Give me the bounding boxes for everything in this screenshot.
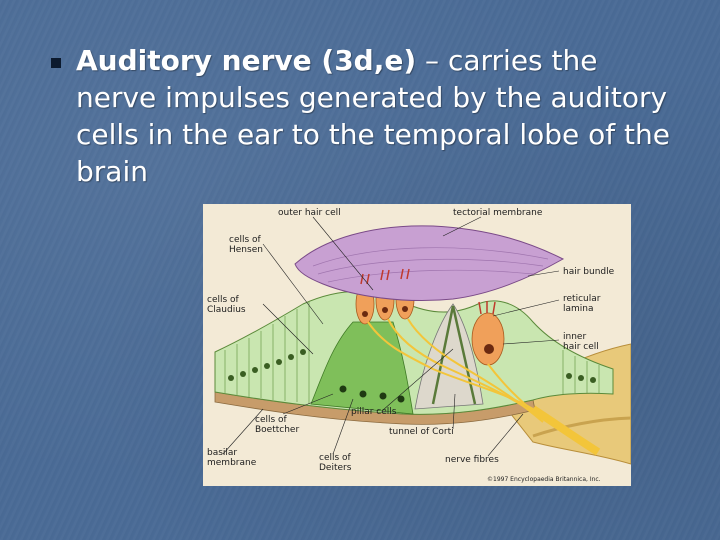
bullet-term: Auditory nerve (3d,e) <box>76 44 417 77</box>
leader-lines <box>222 216 560 457</box>
inner-hair-cell-nucleus <box>484 344 494 354</box>
label-reticular-lamina-line1: reticular <box>563 294 601 304</box>
label-cells-of-boettcher-line2: Boettcher <box>255 425 299 435</box>
label-hair-bundle-line: hair bundle <box>563 267 615 277</box>
label-inner-hair-cell-line1: inner <box>563 332 586 342</box>
deiters-nuclei <box>339 385 405 403</box>
organ-of-corti-illustration: outer hair cell tectorial membrane cells… <box>207 208 631 483</box>
label-cells-of-hensen-line1: cells of <box>229 235 262 245</box>
label-pillar-cells-line: pillar cells <box>351 407 397 417</box>
label-reticular-lamina-line2: lamina <box>563 304 594 314</box>
tunnel-of-corti-shape <box>414 303 484 410</box>
label-reticular-lamina: reticular lamina <box>563 294 603 314</box>
label-hair-bundle: hair bundle <box>563 267 615 277</box>
label-tectorial-membrane-line: tectorial membrane <box>453 208 543 218</box>
label-inner-hair-cell-line2: hair cell <box>563 342 599 352</box>
figure-credit-line: ©1997 Encyclopaedia Britannica, Inc. <box>487 476 601 483</box>
bone-edge-shape <box>532 416 631 438</box>
organ-of-corti-diagram: outer hair cell tectorial membrane cells… <box>203 204 631 486</box>
label-cells-of-boettcher-line1: cells of <box>255 415 288 425</box>
label-cells-of-hensen: cells of Hensen <box>229 235 264 255</box>
label-cells-of-claudius: cells of Claudius <box>207 295 246 315</box>
cell-columns <box>224 302 600 404</box>
label-basilar-membrane-line1: basilar <box>207 448 237 458</box>
label-tunnel-of-corti-line: tunnel of Corti <box>389 427 454 437</box>
label-nerve-fibres-line: nerve fibres <box>445 455 499 465</box>
square-bullet-icon <box>51 58 61 68</box>
label-cells-of-deiters: cells of Deiters <box>319 453 354 473</box>
label-nerve-fibres: nerve fibres <box>445 455 499 465</box>
outer-hair-cell-nuclei <box>362 306 408 317</box>
figure-credit: ©1997 Encyclopaedia Britannica, Inc. <box>487 476 601 483</box>
label-tectorial-membrane: tectorial membrane <box>453 208 543 218</box>
bullet-description: – carries the nerve impulses generated b… <box>76 44 670 188</box>
deiters-cells-shape <box>310 321 414 415</box>
label-basilar-membrane-line2: membrane <box>207 458 257 468</box>
label-inner-hair-cell: inner hair cell <box>563 332 599 352</box>
label-cells-of-claudius-line2: Claudius <box>207 305 246 315</box>
label-cells-of-deiters-line2: Deiters <box>319 463 352 473</box>
supporting-cells-shape <box>214 290 614 415</box>
nerve-bundle-shape <box>530 405 601 456</box>
cell-nuclei <box>228 349 596 383</box>
label-tunnel-of-corti: tunnel of Corti <box>389 427 454 437</box>
label-cells-of-hensen-line2: Hensen <box>229 245 263 255</box>
tectorial-fibres <box>312 247 549 283</box>
hair-bundles <box>360 268 496 315</box>
inner-hair-cell-shape <box>471 312 505 366</box>
label-outer-hair-cell: outer hair cell <box>278 208 341 218</box>
label-cells-of-deiters-line1: cells of <box>319 453 352 463</box>
label-cells-of-claudius-line1: cells of <box>207 295 240 305</box>
label-outer-hair-cell-line: outer hair cell <box>278 208 341 218</box>
bullet-text: Auditory nerve (3d,e) – carries the nerv… <box>76 42 676 190</box>
label-basilar-membrane: basilar membrane <box>207 448 257 468</box>
label-pillar-cells: pillar cells <box>351 407 397 417</box>
label-cells-of-boettcher: cells of Boettcher <box>255 415 299 435</box>
